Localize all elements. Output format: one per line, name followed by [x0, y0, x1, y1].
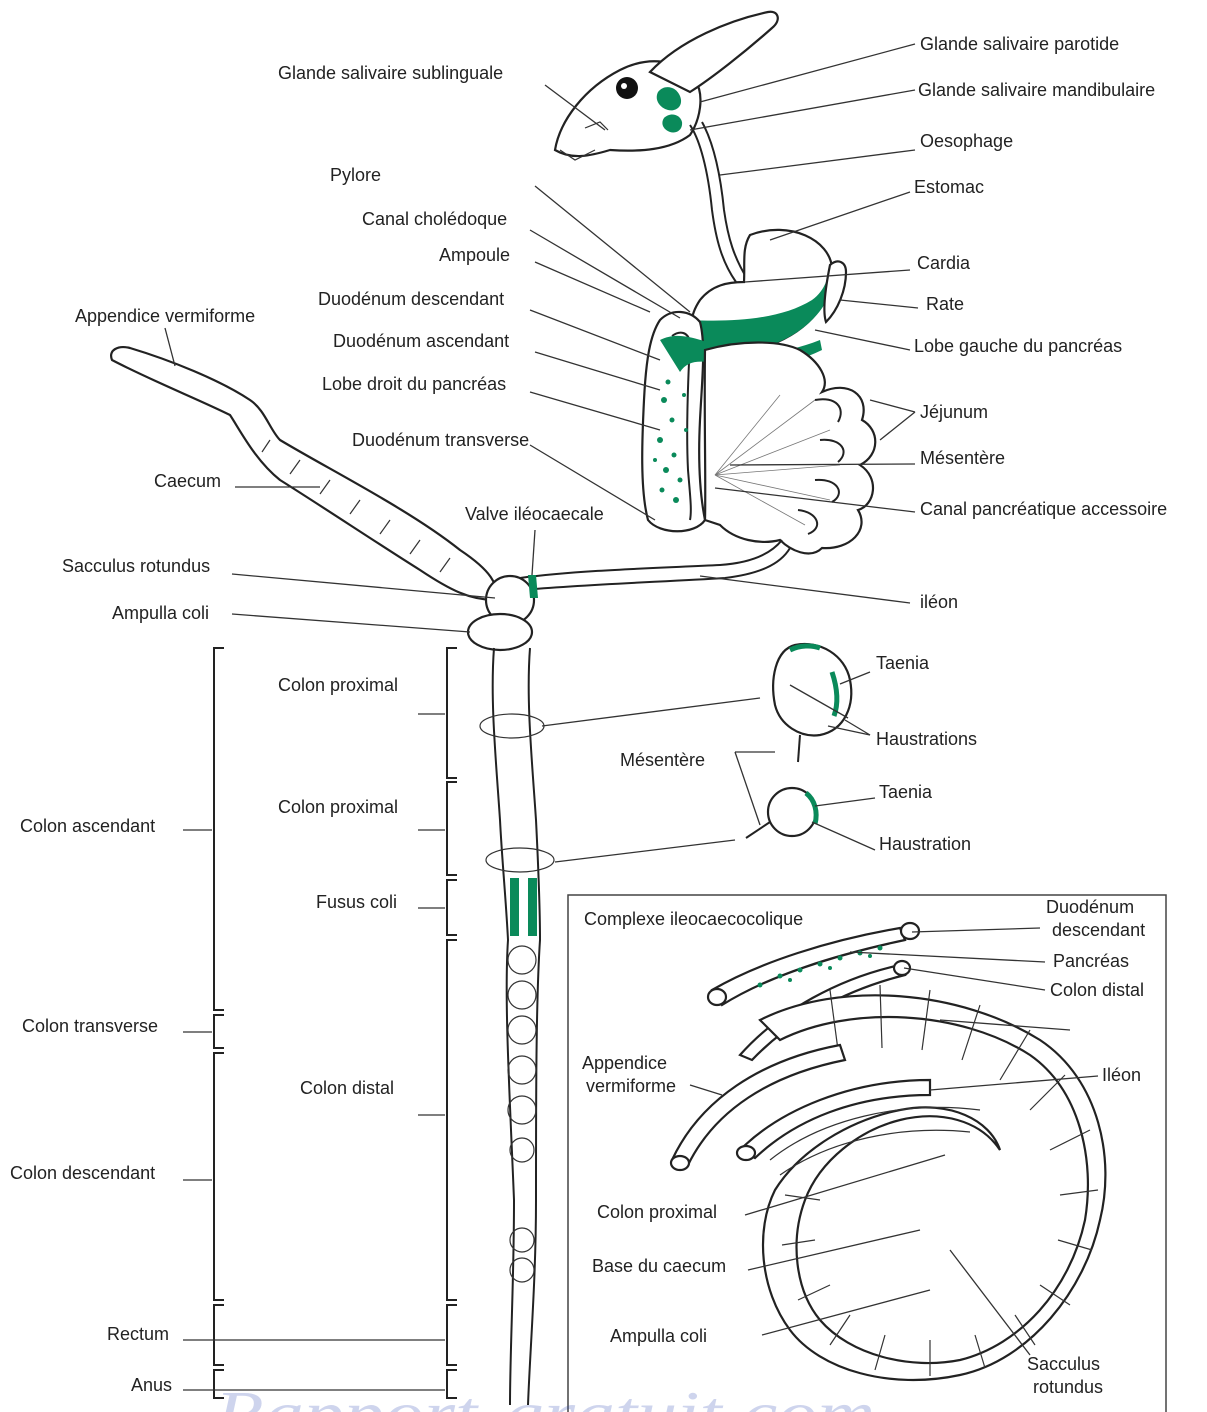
label-fusus-coli: Fusus coli	[316, 892, 397, 912]
label-colon-proximal-2: Colon proximal	[278, 797, 398, 817]
label-duodenum-transverse: Duodénum transverse	[352, 430, 529, 450]
label-colon-proximal-1: Colon proximal	[278, 675, 398, 695]
inset-title: Complexe ileocaecocolique	[584, 909, 803, 929]
inset-label-ileon: Iléon	[1102, 1065, 1141, 1085]
label-sacculus-rotundus: Sacculus rotundus	[62, 556, 210, 576]
label-colon-distal: Colon distal	[300, 1078, 394, 1098]
label-estomac: Estomac	[914, 177, 984, 197]
inset-label-appendice-1: Appendice	[582, 1053, 667, 1073]
inset-label-colon-distal: Colon distal	[1050, 980, 1144, 1000]
label-rate: Rate	[926, 294, 964, 314]
label-duodenum-descendant: Duodénum descendant	[318, 289, 504, 309]
label-oesophage: Oesophage	[920, 131, 1013, 151]
label-colon-transverse: Colon transverse	[22, 1016, 158, 1036]
label-glande-parotide: Glande salivaire parotide	[920, 34, 1119, 54]
label-colon-ascendant: Colon ascendant	[20, 816, 155, 836]
label-caecum: Caecum	[154, 471, 221, 491]
label-haustrations: Haustrations	[876, 729, 977, 749]
label-anus: Anus	[131, 1375, 172, 1395]
cross-section-1	[773, 644, 851, 762]
inset-label-duodenum-2: descendant	[1052, 920, 1145, 940]
label-rectum: Rectum	[107, 1324, 169, 1344]
label-glande-mandibulaire: Glande salivaire mandibulaire	[918, 80, 1155, 100]
inset-label-base-caecum: Base du caecum	[592, 1256, 726, 1276]
brackets-right	[447, 648, 457, 1398]
label-duodenum-ascendant: Duodénum ascendant	[333, 331, 509, 351]
label-colon-descendant: Colon descendant	[10, 1163, 155, 1183]
ampulla-coli	[468, 614, 532, 650]
label-mesentere-top: Mésentère	[920, 448, 1005, 468]
label-canal-pancreatique-accessoire: Canal pancréatique accessoire	[920, 499, 1167, 519]
label-lobe-droit-pancreas: Lobe droit du pancréas	[322, 374, 506, 394]
label-pylore: Pylore	[330, 165, 381, 185]
label-ileon: iléon	[920, 592, 958, 612]
colon-tube	[480, 648, 554, 1405]
label-cardia: Cardia	[917, 253, 971, 273]
oesophagus	[690, 122, 748, 282]
inset-label-colon-proximal: Colon proximal	[597, 1202, 717, 1222]
inset-label-sacculus-1: Sacculus	[1027, 1354, 1100, 1374]
rabbit-head	[555, 12, 778, 160]
label-canal-choledoque: Canal cholédoque	[362, 209, 507, 229]
watermark-text: Rapport-gratuit.com	[214, 1378, 875, 1412]
label-appendice-vermiforme: Appendice vermiforme	[75, 306, 255, 326]
label-lobe-gauche-pancreas: Lobe gauche du pancréas	[914, 336, 1122, 356]
label-mesentere-mid: Mésentère	[620, 750, 705, 770]
label-taenia-2: Taenia	[879, 782, 933, 802]
inset-label-appendice-2: vermiforme	[586, 1076, 676, 1096]
stomach	[690, 230, 834, 352]
label-valve-ileocaecale: Valve iléocaecale	[465, 504, 604, 524]
label-ampoule: Ampoule	[439, 245, 510, 265]
inset-label-pancreas: Pancréas	[1053, 951, 1129, 971]
inset-label-duodenum-1: Duodénum	[1046, 897, 1134, 917]
label-taenia-1: Taenia	[876, 653, 930, 673]
label-glande-sublinguale: Glande salivaire sublinguale	[278, 63, 503, 83]
label-ampulla-coli: Ampulla coli	[112, 603, 209, 623]
inset-label-sacculus-2: rotundus	[1033, 1377, 1103, 1397]
label-jejunum: Jéjunum	[920, 402, 988, 422]
jejunum-loops	[705, 343, 876, 554]
inset-label-ampulla-coli: Ampulla coli	[610, 1326, 707, 1346]
brackets-left	[214, 648, 224, 1398]
label-haustration: Haustration	[879, 834, 971, 854]
